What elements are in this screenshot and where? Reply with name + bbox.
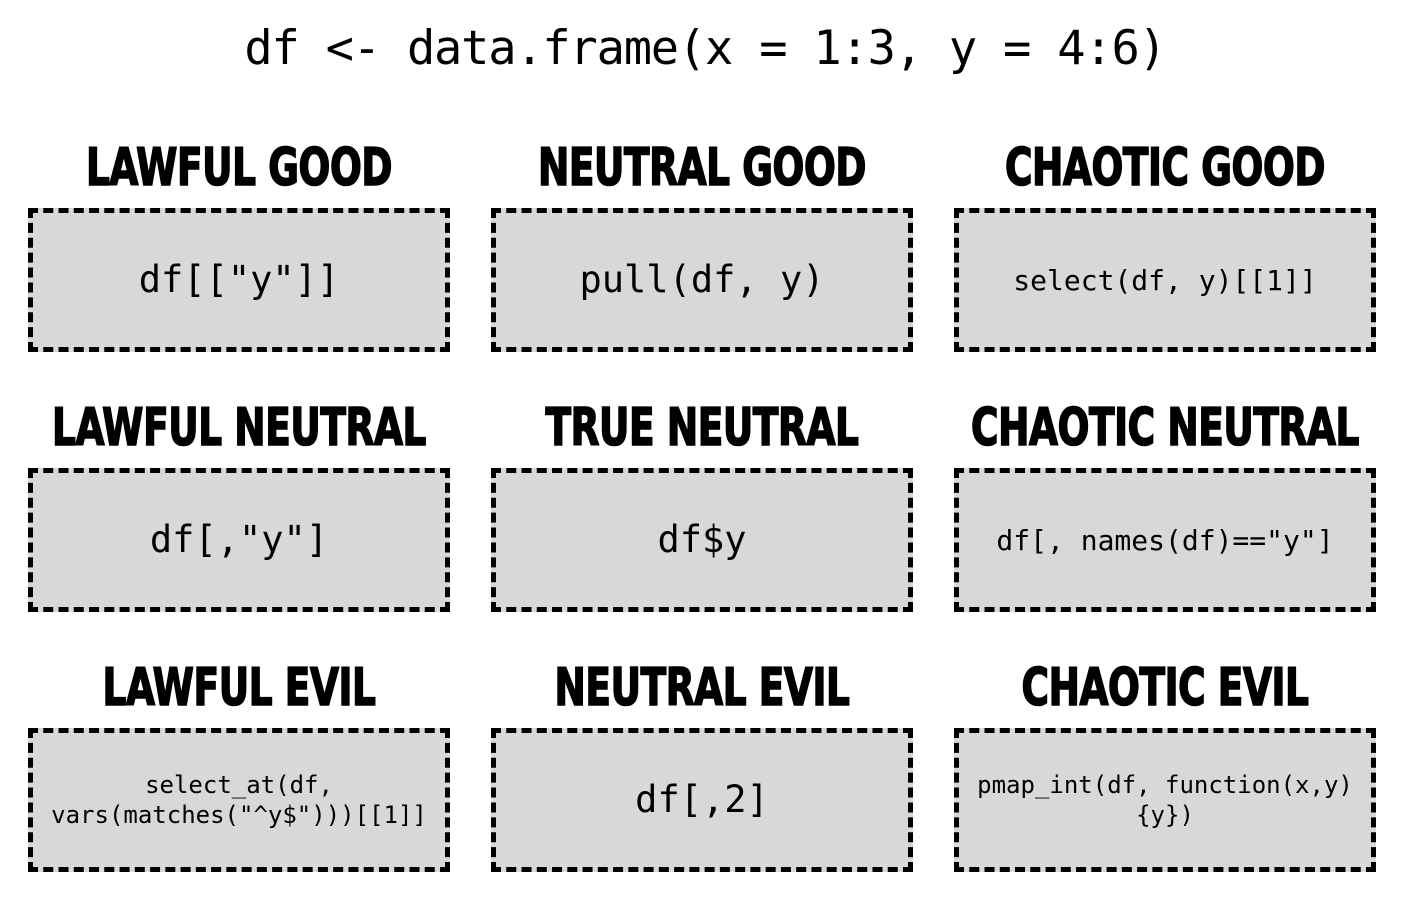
alignment-grid: LAWFUL GOOD df[["y"]] NEUTRAL GOOD pull(df,… <box>28 128 1376 873</box>
code-box: pull(df, y) <box>491 208 913 352</box>
alignment-heading: CHAOTIC EVIL <box>1021 658 1310 718</box>
alignment-cell: CHAOTIC NEUTRAL df[, names(df)=="y"] <box>954 388 1376 612</box>
code-box: df[,"y"] <box>28 468 450 612</box>
page-title: df <- data.frame(x = 1:3, y = 4:6) <box>244 21 1166 76</box>
code-snippet: select(df, y)[[1]] <box>1013 263 1317 297</box>
code-box: df[,2] <box>491 728 913 872</box>
alignment-cell: NEUTRAL EVIL df[,2] <box>491 648 913 872</box>
alignment-heading: LAWFUL GOOD <box>85 138 393 198</box>
code-snippet: pull(df, y) <box>579 257 825 301</box>
alignment-cell: CHAOTIC GOOD select(df, y)[[1]] <box>954 128 1376 352</box>
code-snippet: df[["y"]] <box>138 257 340 301</box>
alignment-heading: TRUE NEUTRAL <box>545 398 860 458</box>
code-box: select(df, y)[[1]] <box>954 208 1376 352</box>
alignment-heading: NEUTRAL GOOD <box>537 138 867 198</box>
alignment-cell: LAWFUL GOOD df[["y"]] <box>28 128 450 352</box>
alignment-cell: LAWFUL EVIL select_at(df, vars(matches("^… <box>28 648 450 872</box>
code-box: df$y <box>491 468 913 612</box>
code-snippet: pmap_int(df, function(x,y){y}) <box>977 771 1353 829</box>
alignment-heading: LAWFUL EVIL <box>102 658 377 718</box>
alignment-heading: CHAOTIC GOOD <box>1004 138 1326 198</box>
code-box: pmap_int(df, function(x,y){y}) <box>954 728 1376 872</box>
code-snippet: select_at(df, vars(matches("^y$")))[[1]] <box>51 771 427 829</box>
alignment-cell: LAWFUL NEUTRAL df[,"y"] <box>28 388 450 612</box>
code-snippet: df[, names(df)=="y"] <box>996 523 1334 557</box>
alignment-heading: NEUTRAL EVIL <box>554 658 851 718</box>
alignment-cell: NEUTRAL GOOD pull(df, y) <box>491 128 913 352</box>
alignment-heading: LAWFUL NEUTRAL <box>51 398 427 458</box>
code-box: select_at(df, vars(matches("^y$")))[[1]] <box>28 728 450 872</box>
code-box: df[, names(df)=="y"] <box>954 468 1376 612</box>
alignment-heading: CHAOTIC NEUTRAL <box>970 398 1360 458</box>
code-snippet: df[,2] <box>635 777 769 821</box>
alignment-cell: TRUE NEUTRAL df$y <box>491 388 913 612</box>
code-snippet: df$y <box>657 517 747 561</box>
alignment-cell: CHAOTIC EVIL pmap_int(df, function(x,y){y… <box>954 648 1376 872</box>
code-box: df[["y"]] <box>28 208 450 352</box>
code-snippet: df[,"y"] <box>149 517 329 561</box>
